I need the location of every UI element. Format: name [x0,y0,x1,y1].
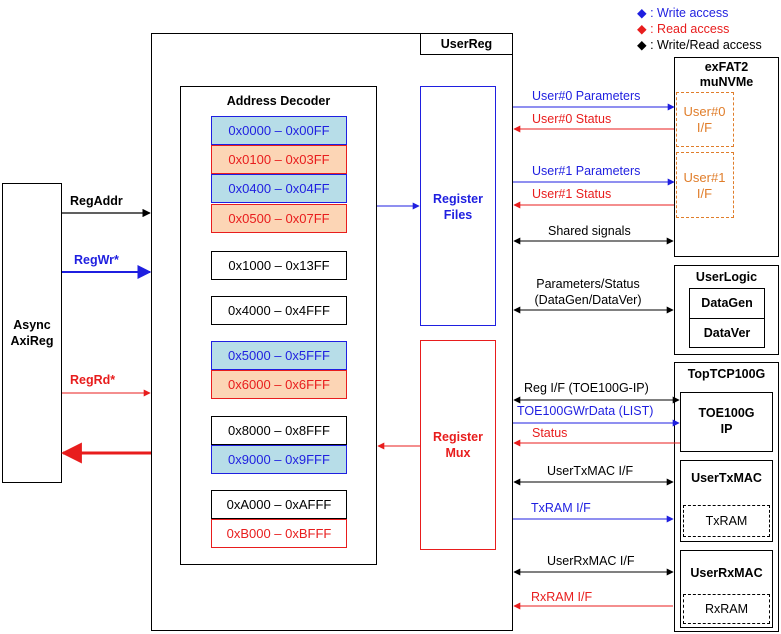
rxram-if-label: RxRAM I/F [531,590,593,604]
params-status-line2: (DataGen/DataVer) [534,293,642,307]
legend-read-label: : Read access [650,22,730,36]
toe100g-title-line2: IP [720,422,733,436]
address-range-0400: 0x0400 – 0x04FF [211,174,347,203]
rxram-block: RxRAM [683,594,770,624]
legend-read: ◆ : Read access [637,21,729,36]
regwr-label: RegWr* [74,253,119,267]
address-range-b000: 0xB000 – 0xBFFF [211,519,347,548]
address-range-4000: 0x4000 – 0x4FFF [211,296,347,325]
datagen-dataver-block: DataGen DataVer [689,288,765,348]
toe-status-label: Status [532,426,568,440]
dataver-title: DataVer [703,326,751,340]
user1-status-label: User#1 Status [532,187,612,201]
user0-if-block: User#0 I/F [676,92,734,147]
params-status-label: Parameters/Status (DataGen/DataVer) [532,276,644,308]
address-range-0500: 0x0500 – 0x07FF [211,204,347,233]
datagen-title: DataGen [701,296,753,310]
register-files-title-line2: Files [443,208,473,222]
userrxmac-if-label: UserRxMAC I/F [547,554,635,568]
toe100g-title-line1: TOE100G [698,406,755,420]
exfat2-title-line1: exFAT2 [704,60,749,74]
user1-if-line2: I/F [696,186,713,201]
user0-params-label: User#0 Parameters [532,89,641,103]
txram-if-label: TxRAM I/F [531,501,591,515]
txram-title: TxRAM [705,514,748,528]
reg-if-label: Reg I/F (TOE100G-IP) [524,381,649,395]
address-range-0000: 0x0000 – 0x00FF [211,116,347,145]
shared-signals-label: Shared signals [548,224,631,238]
diamond-icon: ◆ [637,6,647,20]
diamond-icon: ◆ [637,22,647,36]
legend-writeread-label: : Write/Read access [650,38,762,52]
legend-writeread: ◆ : Write/Read access [637,37,762,52]
userreg-title: UserReg [440,37,493,51]
address-range-6000: 0x6000 – 0x6FFF [211,370,347,399]
txram-block: TxRAM [683,505,770,537]
user1-if-line1: User#1 [683,170,726,185]
userrxmac-title: UserRxMAC [690,566,763,580]
rxram-title: RxRAM [704,602,749,616]
params-status-line1: Parameters/Status [536,277,640,291]
user0-if-line1: User#0 [683,104,726,119]
async-axireg-title-line2: AxiReg [10,334,54,348]
register-files-title-line1: Register [432,192,484,206]
address-range-9000: 0x9000 – 0x9FFF [211,445,347,474]
legend-write-label: : Write access [650,6,729,20]
regaddr-label: RegAddr [70,194,123,208]
address-range-0100: 0x0100 – 0x03FF [211,145,347,174]
address-range-a000: 0xA000 – 0xAFFF [211,490,347,519]
register-mux-title-line2: Mux [445,446,471,460]
userlogic-title: UserLogic [695,270,758,284]
register-mux-block: Register Mux [420,340,496,550]
register-mux-title-line1: Register [432,430,484,444]
user1-if-block: User#1 I/F [676,152,734,218]
user1-params-label: User#1 Parameters [532,164,641,178]
register-files-block: Register Files [420,86,496,326]
usertxmac-title: UserTxMAC [691,471,762,485]
exfat2-title-line2: muNVMe [699,75,754,89]
legend-write: ◆ : Write access [637,5,728,20]
user0-status-label: User#0 Status [532,112,612,126]
toe100g-ip-block: TOE100G IP [680,392,773,452]
toptcp100g-title: TopTCP100G [687,367,766,381]
async-axireg-title-line1: Async [13,318,51,332]
toe-wrdata-label: TOE100GWrData (LIST) [517,404,654,418]
address-range-5000: 0x5000 – 0x5FFF [211,341,347,370]
user0-if-line2: I/F [696,120,713,135]
address-range-8000: 0x8000 – 0x8FFF [211,416,347,445]
async-axireg-block: Async AxiReg [2,183,62,483]
address-decoder-title: Address Decoder [226,94,331,108]
usertxmac-if-label: UserTxMAC I/F [547,464,634,478]
address-range-1000: 0x1000 – 0x13FF [211,251,347,280]
userreg-label-box: UserReg [420,33,513,55]
diamond-icon: ◆ [637,38,647,52]
regrd-label: RegRd* [70,373,116,387]
